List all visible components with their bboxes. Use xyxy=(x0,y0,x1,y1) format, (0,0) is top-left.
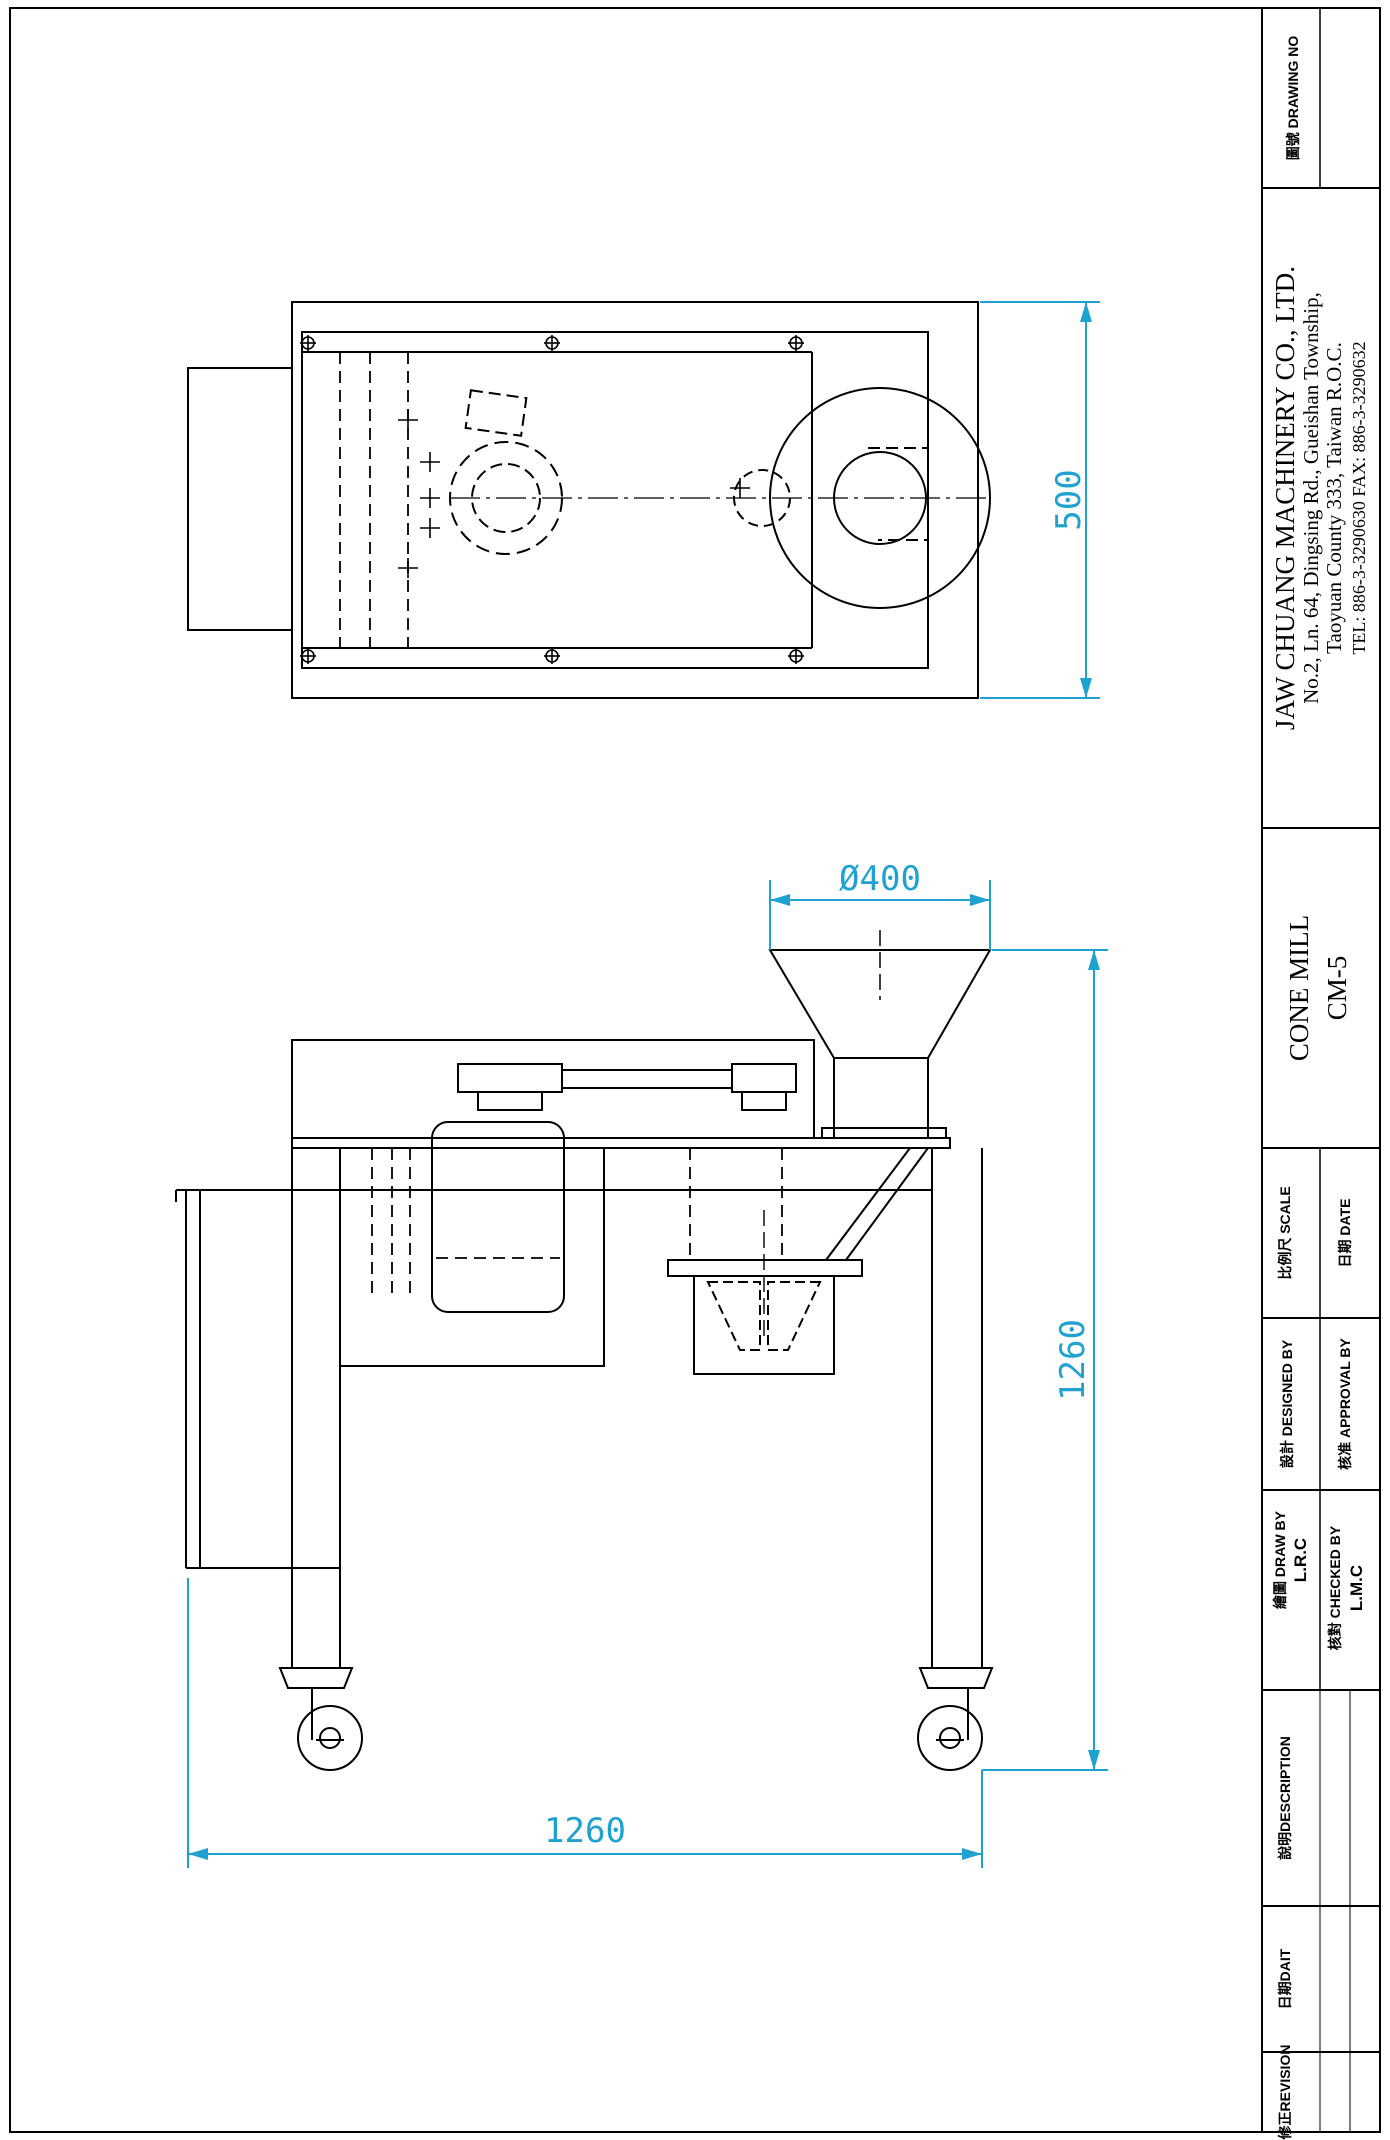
designed-by-label: 設計 DESIGNED BY xyxy=(1279,1339,1295,1468)
company-address-1: No.2, Ln. 64, Dingsing Rd., Gueishan Tow… xyxy=(1299,292,1323,704)
side-view xyxy=(175,930,994,1771)
title-block-text: 圖號 DRAWING NO JAW CHUANG MACHINERY CO., … xyxy=(1270,36,1369,2140)
company-address-2: Taoyuan County 333, Taiwan R.O.C. xyxy=(1322,342,1346,654)
sheet-border xyxy=(9,7,1381,2133)
company-name: JAW CHUANG MACHINERY CO., LTD. xyxy=(1270,266,1300,730)
description-label: 說明DESCRIPTION xyxy=(1277,1736,1293,1860)
dim-hopper-label: Ø400 xyxy=(839,859,921,899)
scale-label: 比例尺 SCALE xyxy=(1277,1186,1293,1279)
dim-height-label: 1260 xyxy=(1053,1319,1093,1401)
dimension-lines xyxy=(187,301,1108,1868)
date-label: 日期 DATE xyxy=(1337,1199,1353,1268)
top-view xyxy=(187,301,991,699)
dim-width-label: 1260 xyxy=(544,1811,626,1851)
product-name: CONE MILL xyxy=(1284,915,1314,1061)
drawing-no-label: 圖號 DRAWING NO xyxy=(1285,36,1301,161)
draw-by-label: 繪圖 DRAW BY xyxy=(1272,1510,1288,1609)
checked-by-value: L.M.C xyxy=(1347,1565,1366,1611)
dimension-labels: 500 Ø400 1260 1260 xyxy=(544,469,1093,1851)
title-block xyxy=(1261,8,1380,2132)
draw-by-value: L.R.C xyxy=(1291,1538,1310,1582)
product-model: CM-5 xyxy=(1322,956,1352,1021)
dim-depth-label: 500 xyxy=(1049,469,1089,530)
date-rev-label: 日期DAIT xyxy=(1277,1948,1293,2009)
checked-by-label: 核對 CHECKED BY xyxy=(1327,1525,1343,1650)
approval-by-label: 核准 APPROVAL BY xyxy=(1337,1337,1353,1469)
revision-label: 修正REVISION xyxy=(1277,2045,1293,2140)
company-contact: TEL: 886-3-3290630 FAX: 886-3-3290632 xyxy=(1349,341,1369,654)
